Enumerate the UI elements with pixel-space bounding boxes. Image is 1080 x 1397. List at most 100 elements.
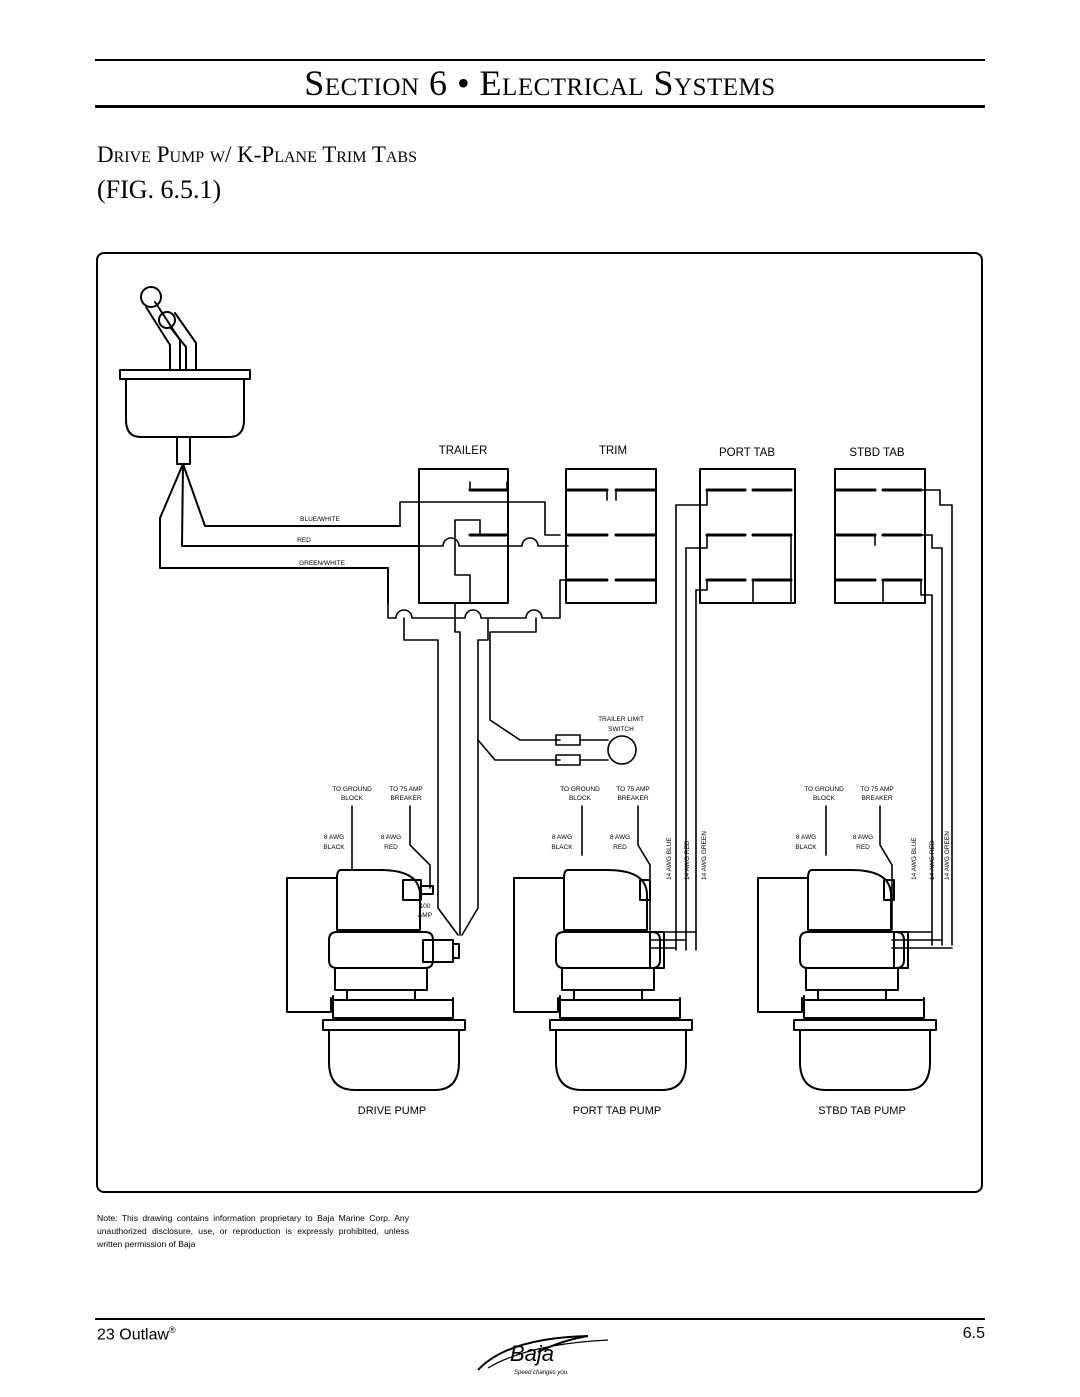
header-rule-top (95, 59, 985, 61)
wire-label-red: RED (297, 537, 311, 544)
model-text: 23 Outlaw (97, 1326, 170, 1344)
port-breaker-label-1: TO 75 AMP (616, 786, 649, 793)
wire-label-blue-white: BLUE/WHITE (300, 516, 340, 523)
trailer-switch-label: TRAILER (439, 445, 488, 457)
pump-outline (563, 869, 648, 931)
drive-awg-red-2: RED (384, 844, 398, 851)
port-tab-switch-label: PORT TAB (719, 447, 775, 459)
trailer-limit-switch-label-2: SWITCH (608, 726, 634, 733)
pump-outline (561, 967, 655, 991)
drive-pump-icon (286, 869, 466, 1091)
pump-outline (817, 989, 887, 1001)
stbd-tab-pump-icon (757, 869, 937, 1091)
port-breaker-label-2: BREAKER (617, 795, 648, 802)
drive-pump-label: DRIVE PUMP (358, 1105, 426, 1117)
drive-awg-red-1: 8 AWG (381, 834, 401, 841)
switch-contacts (468, 488, 923, 582)
pump-outline (336, 869, 421, 931)
pump-outline (807, 869, 892, 931)
port-ground-label-1: TO GROUND (560, 786, 600, 793)
stbd-breaker-label-2: BREAKER (861, 795, 892, 802)
stbd-wire-green-label: 14 AWG GREEN (944, 831, 951, 880)
port-awg-black-1: 8 AWG (552, 834, 572, 841)
pump-outline (322, 1019, 466, 1031)
port-awg-black-2: BLACK (551, 844, 573, 851)
stbd-tab-switch-label: STBD TAB (849, 447, 904, 459)
stbd-ground-label-1: TO GROUND (804, 786, 844, 793)
port-awg-red-2: RED (613, 844, 627, 851)
pump-outline (803, 999, 925, 1019)
port-tab-pump-label: PORT TAB PUMP (573, 1105, 661, 1117)
port-wire-blue-label: 14 AWG BLUE (666, 837, 673, 880)
pump-outline (573, 989, 643, 1001)
stbd-awg-black-1: 8 AWG (796, 834, 816, 841)
pump-outline (799, 931, 905, 969)
pump-fitting (402, 879, 460, 963)
pump-outline (549, 1019, 693, 1031)
logo-wordmark: Baja (510, 1341, 554, 1366)
fuse-label-1: 100 (420, 903, 431, 910)
trunk-wires (403, 602, 637, 936)
diagram-frame (96, 252, 983, 1193)
drive-breaker-label-2: BREAKER (390, 795, 421, 802)
port-awg-red-1: 8 AWG (610, 834, 630, 841)
power-wires (351, 805, 953, 949)
pump-fitting (639, 879, 665, 969)
stbd-tab-switch-panel (834, 468, 926, 604)
switch-wiring (387, 481, 953, 951)
pump-outline (799, 1029, 931, 1091)
port-wire-red-label: 14 AWG RED (684, 840, 691, 880)
trim-switch-label: TRIM (599, 445, 627, 457)
proprietary-note: Note: This drawing contains information … (97, 1213, 409, 1249)
port-tab-pump-icon (513, 869, 693, 1091)
page-number: 6.5 (962, 1325, 985, 1342)
registered-mark: ® (169, 1325, 176, 1335)
pump-outline (805, 967, 899, 991)
header-rule-bottom (95, 105, 985, 108)
model-name: 23 Outlaw® (97, 1325, 176, 1344)
pump-outline (559, 995, 681, 1013)
pump-outline (757, 877, 809, 1013)
pump-fitting (883, 879, 909, 969)
pump-outline (328, 931, 434, 969)
stbd-breaker-label-1: TO 75 AMP (860, 786, 893, 793)
drive-ground-label-1: TO GROUND (332, 786, 372, 793)
pump-outline (332, 999, 454, 1019)
pump-outline (559, 999, 681, 1019)
drive-awg-black-1: 8 AWG (324, 834, 344, 841)
port-ground-label-2: BLOCK (569, 795, 592, 802)
drive-ground-label-2: BLOCK (341, 795, 364, 802)
drive-awg-black-2: BLACK (323, 844, 345, 851)
logo-tagline: Speed changes you. (514, 1370, 569, 1376)
section-title: Section 6 • Electrical Systems (304, 63, 776, 103)
pump-outline (346, 989, 416, 1001)
pump-outline (555, 931, 661, 969)
port-wire-green-label: 14 AWG GREEN (701, 831, 708, 880)
figure-reference: (FIG. 6.5.1) (97, 175, 222, 204)
wire-label-green-white: GREEN/WHITE (299, 560, 346, 567)
pump-outline (286, 877, 338, 1013)
pump-outline (555, 1029, 687, 1091)
pump-outline (793, 1019, 937, 1031)
baja-logo-icon: Baja Speed changes you. (477, 1335, 609, 1376)
stbd-awg-red-2: RED (856, 844, 870, 851)
pump-outline (803, 995, 925, 1013)
stbd-awg-black-2: BLACK (795, 844, 817, 851)
stbd-wire-blue-label: 14 AWG BLUE (911, 837, 918, 880)
fuse-label-2: AMP (418, 912, 432, 919)
pump-outline (334, 967, 428, 991)
stbd-tab-pump-label: STBD TAB PUMP (818, 1105, 906, 1117)
stbd-wire-red-label: 14 AWG RED (929, 840, 936, 880)
pump-outline (328, 1029, 460, 1091)
pump-outline (513, 877, 565, 1013)
footer-rule (95, 1318, 985, 1320)
pump-outline (332, 995, 454, 1013)
control-lever-icon (119, 286, 421, 604)
drive-breaker-label-1: TO 75 AMP (389, 786, 422, 793)
stbd-awg-red-1: 8 AWG (853, 834, 873, 841)
trailer-limit-switch-label-1: TRAILER LIMIT (598, 716, 644, 723)
subtitle: Drive Pump w/ K-Plane Trim Tabs (97, 142, 417, 167)
port-tab-switch-panel (699, 468, 796, 604)
stbd-ground-label-2: BLOCK (813, 795, 836, 802)
